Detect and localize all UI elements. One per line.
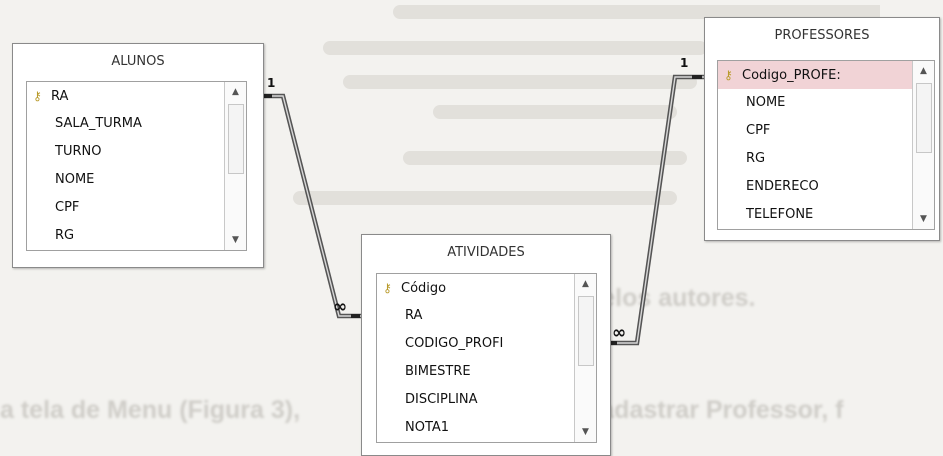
- scroll-up-arrow-icon[interactable]: ▲: [582, 279, 589, 289]
- field-row[interactable]: BIMESTRE: [377, 358, 596, 386]
- field-row[interactable]: NOME: [27, 166, 246, 194]
- field-name: Codigo_PROFE:: [742, 68, 841, 83]
- field-name: RA: [405, 308, 423, 323]
- vertical-scrollbar[interactable]: ▲ ▼: [912, 61, 934, 229]
- field-row[interactable]: DISCIPLINA: [377, 386, 596, 414]
- cardinality-many: ∞: [612, 323, 627, 343]
- cardinality-one: 1: [267, 76, 276, 90]
- background-text-fragment: pelos autores.: [586, 284, 756, 312]
- field-row[interactable]: NOME: [718, 89, 934, 117]
- field-row[interactable]: NOTA1: [377, 414, 596, 442]
- field-name: CPF: [746, 123, 771, 138]
- vertical-scrollbar[interactable]: ▲ ▼: [574, 274, 596, 442]
- field-row[interactable]: CPF: [718, 117, 934, 145]
- field-row[interactable]: TURNO: [27, 138, 246, 166]
- table-alunos[interactable]: ALUNOS ⚷ RA SALA_TURMA TURNO NOME CPF RG …: [12, 43, 264, 268]
- field-name: CODIGO_PROFI: [405, 336, 504, 351]
- field-row[interactable]: RG: [718, 145, 934, 173]
- scroll-up-arrow-icon[interactable]: ▲: [920, 66, 927, 76]
- primary-key-icon: ⚷: [724, 68, 733, 82]
- field-name: NOTA1: [405, 420, 450, 435]
- table-professores[interactable]: PROFESSORES ⚷ Codigo_PROFE: NOME CPF RG E…: [704, 17, 940, 241]
- field-row[interactable]: ENDERECO: [718, 173, 934, 201]
- field-row[interactable]: TELEFONE: [718, 201, 934, 229]
- field-list[interactable]: ⚷ RA SALA_TURMA TURNO NOME CPF RG ▲ ▼: [26, 81, 247, 251]
- scroll-down-arrow-icon[interactable]: ▼: [920, 214, 927, 224]
- table-title: ALUNOS: [111, 54, 165, 69]
- scroll-down-arrow-icon[interactable]: ▼: [582, 427, 589, 437]
- field-row[interactable]: RG: [27, 222, 246, 250]
- cardinality-many: ∞: [333, 297, 348, 317]
- field-name: ENDERECO: [746, 179, 819, 194]
- field-row-primary-key[interactable]: ⚷ RA: [27, 82, 246, 110]
- field-row-primary-key-selected[interactable]: ⚷ Codigo_PROFE:: [718, 61, 934, 89]
- primary-key-icon: ⚷: [33, 89, 42, 103]
- vertical-scrollbar[interactable]: ▲ ▼: [224, 82, 246, 250]
- field-name: SALA_TURMA: [55, 116, 142, 131]
- field-name: NOME: [746, 95, 786, 110]
- scroll-down-arrow-icon[interactable]: ▼: [232, 235, 239, 245]
- field-name: DISCIPLINA: [405, 392, 478, 407]
- field-row-primary-key[interactable]: ⚷ Código: [377, 274, 596, 302]
- background-faded-lines: [293, 5, 880, 205]
- field-name: Código: [401, 281, 447, 296]
- cardinality-one: 1: [680, 56, 689, 70]
- scrollbar-thumb[interactable]: [578, 296, 594, 366]
- field-list[interactable]: ⚷ Código RA CODIGO_PROFI BIMESTRE DISCIPL…: [376, 273, 597, 443]
- field-row[interactable]: RA: [377, 302, 596, 330]
- field-row[interactable]: CODIGO_PROFI: [377, 330, 596, 358]
- scroll-up-arrow-icon[interactable]: ▲: [232, 87, 239, 97]
- field-list[interactable]: ⚷ Codigo_PROFE: NOME CPF RG ENDERECO TELE…: [717, 60, 935, 230]
- field-name: NOME: [55, 172, 95, 187]
- field-row[interactable]: CPF: [27, 194, 246, 222]
- field-name: RA: [51, 89, 69, 104]
- field-name: CPF: [55, 200, 80, 215]
- table-title: ATIVIDADES: [447, 245, 525, 260]
- field-name: RG: [746, 151, 766, 166]
- primary-key-icon: ⚷: [383, 281, 392, 295]
- scrollbar-thumb[interactable]: [916, 83, 932, 153]
- field-name: TELEFONE: [746, 207, 814, 222]
- field-name: TURNO: [55, 144, 102, 159]
- table-atividades[interactable]: ATIVIDADES ⚷ Código RA CODIGO_PROFI BIMES…: [361, 234, 611, 456]
- background-text-fragment: a tela de Menu (Figura 3),: [0, 396, 301, 424]
- scrollbar-thumb[interactable]: [228, 104, 244, 174]
- field-name: RG: [55, 228, 75, 243]
- field-name: BIMESTRE: [405, 364, 471, 379]
- field-row[interactable]: SALA_TURMA: [27, 110, 246, 138]
- table-title: PROFESSORES: [774, 28, 870, 43]
